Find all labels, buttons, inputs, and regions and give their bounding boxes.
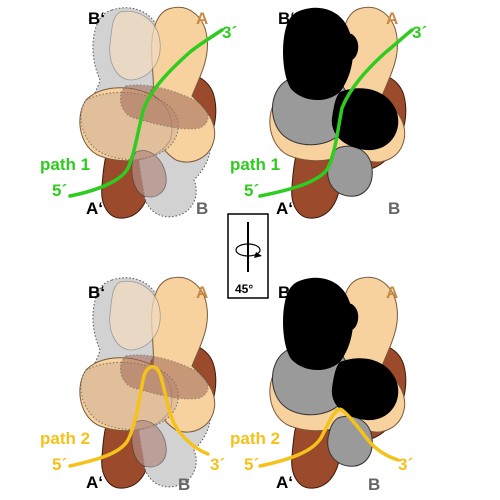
- rotation-box: [227, 213, 269, 299]
- label-a-tr: A: [386, 9, 398, 28]
- label-3prime-tl: 3´: [222, 23, 237, 42]
- label-path1-tr: path 1: [230, 155, 280, 174]
- label-a-prime-bl: A‘: [86, 473, 103, 492]
- label-b-tr: B: [388, 199, 400, 218]
- label-b-tl: B: [196, 199, 208, 218]
- label-a-prime-tl: A‘: [86, 199, 103, 218]
- rotation-label: 45°: [235, 282, 253, 296]
- path1-trace-right: [258, 28, 414, 198]
- label-path2-bl: path 2: [40, 429, 90, 448]
- label-3prime-bl: 3´: [210, 455, 225, 474]
- path2-trace-right: [258, 407, 400, 468]
- label-b-prime-tr: B‘: [278, 9, 295, 28]
- label-5prime-br: 5´: [244, 455, 259, 474]
- panel-top-left: [68, 6, 224, 219]
- label-b-bl: B: [178, 475, 190, 494]
- panel-bottom-left: [68, 276, 217, 489]
- panel-top-right: [258, 6, 414, 219]
- label-3prime-br: 3´: [398, 455, 413, 474]
- label-a-prime-br: A‘: [276, 473, 293, 492]
- path1-trace: [68, 28, 224, 198]
- label-a-br: A: [386, 283, 398, 302]
- label-b-prime-tl: B‘: [88, 9, 105, 28]
- label-3prime-tr: 3´: [412, 23, 427, 42]
- label-b-prime-bl: B‘: [88, 283, 105, 302]
- path2-trace: [68, 365, 210, 468]
- label-5prime-bl: 5´: [52, 455, 67, 474]
- label-a-tl: A: [196, 9, 208, 28]
- label-a-prime-tr: A‘: [276, 199, 293, 218]
- label-5prime-tr: 5´: [244, 181, 259, 200]
- panel-bottom-right: [258, 276, 407, 489]
- label-path1-tl: path 1: [40, 155, 90, 174]
- rotation-arrow-icon: [235, 243, 261, 257]
- label-b-br: B: [368, 475, 380, 494]
- label-5prime-tl: 5´: [52, 181, 67, 200]
- label-a-bl: A: [196, 283, 208, 302]
- label-b-prime-br: B‘: [278, 283, 295, 302]
- label-path2-br: path 2: [230, 429, 280, 448]
